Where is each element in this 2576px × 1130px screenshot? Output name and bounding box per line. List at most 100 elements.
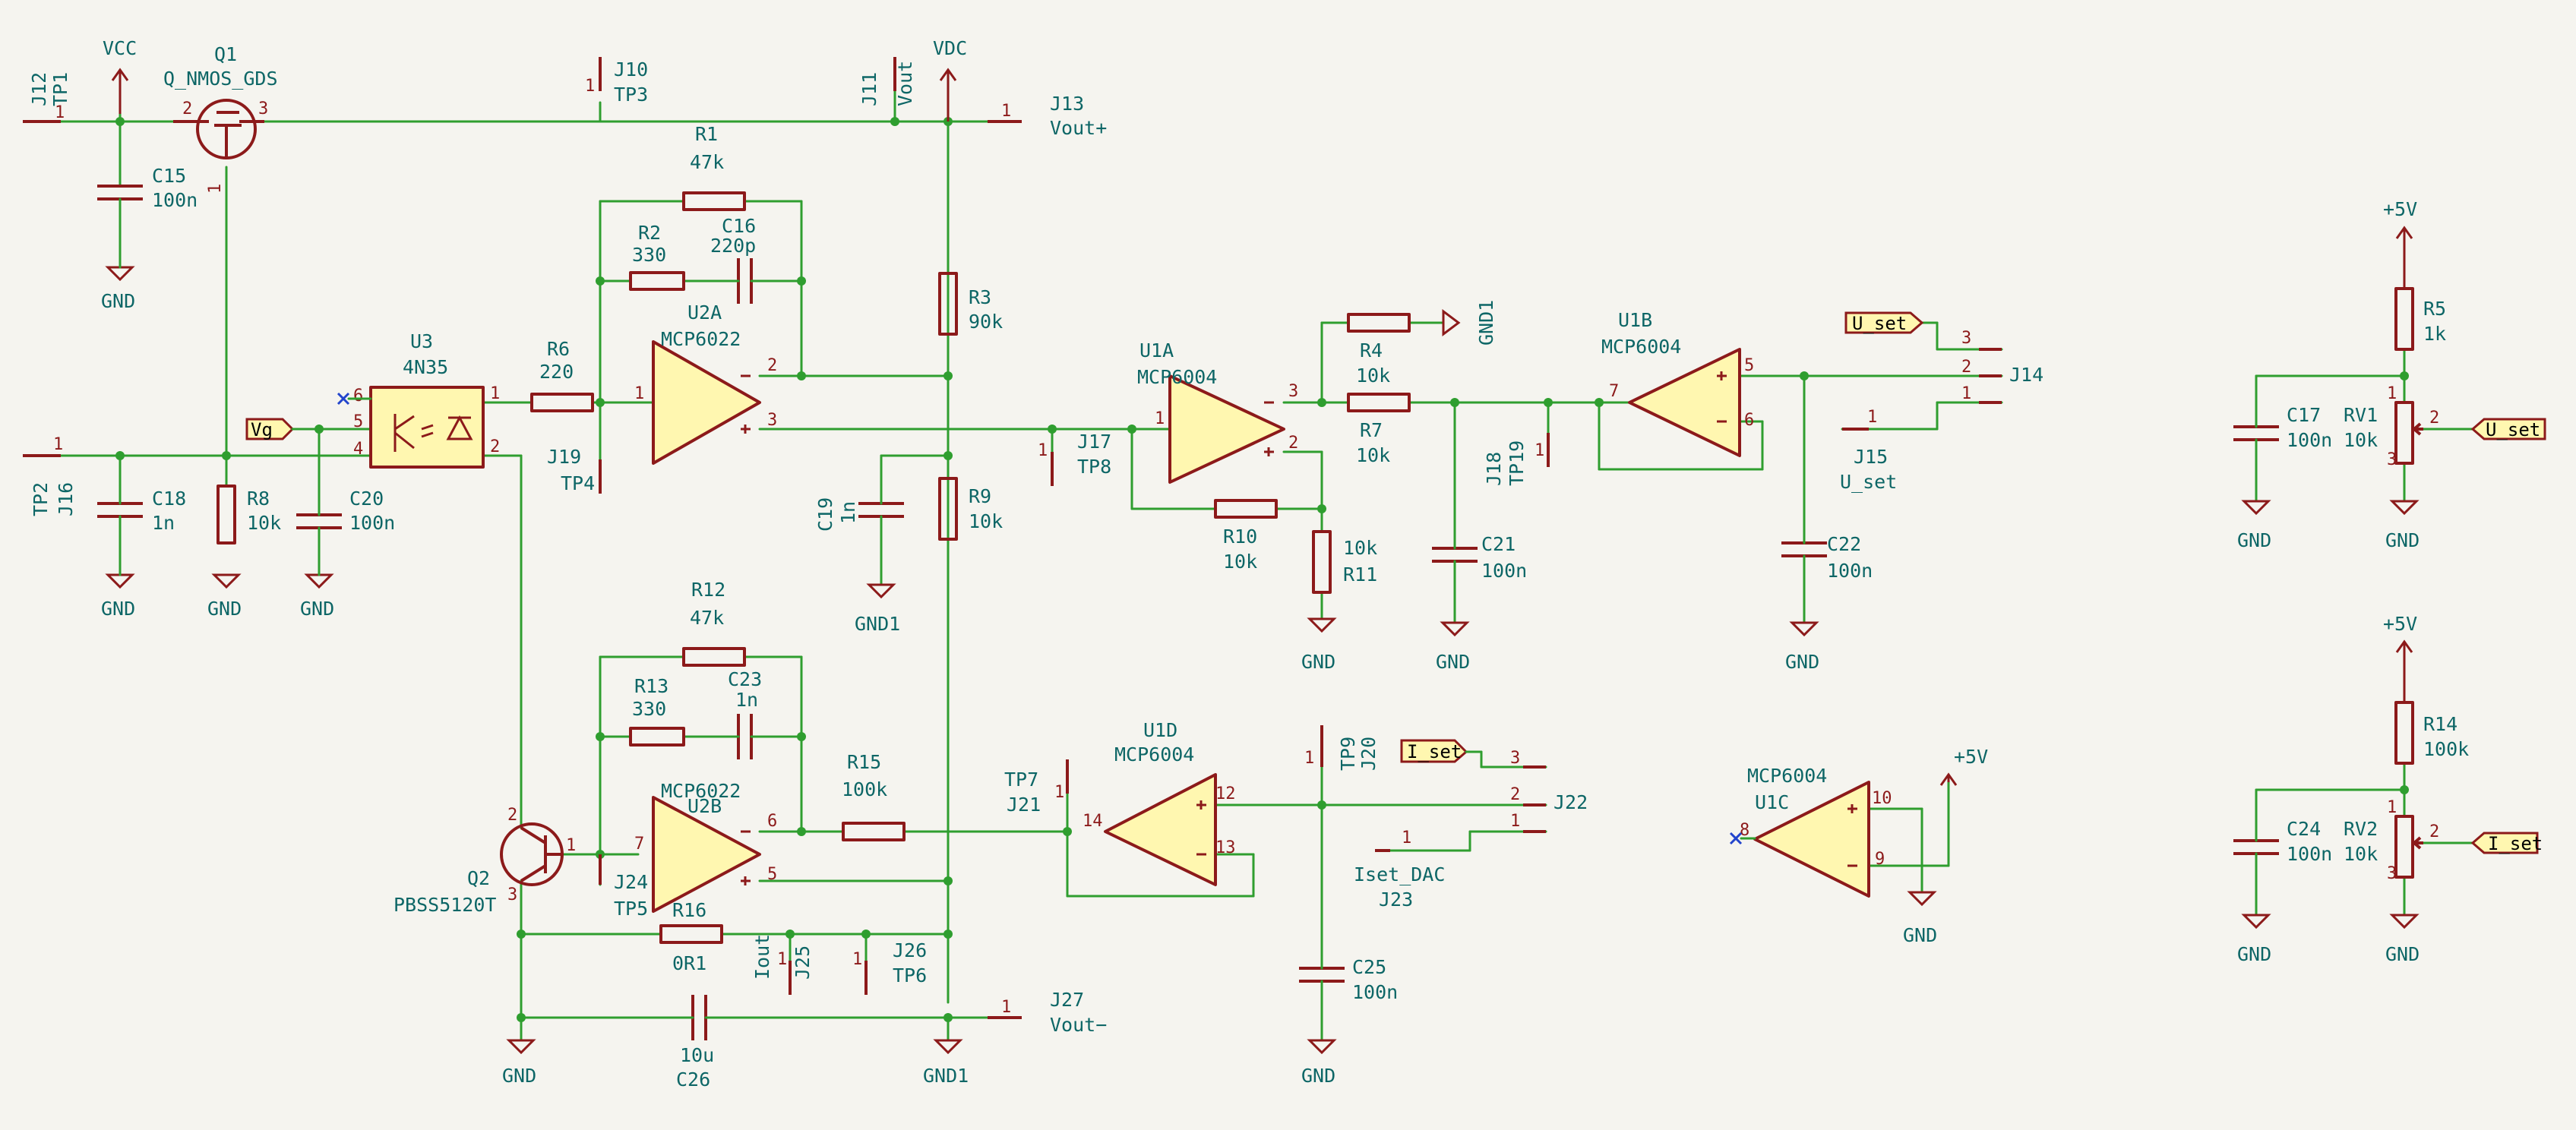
svg-text:R16: R16 bbox=[672, 899, 706, 921]
svg-text:GND: GND bbox=[300, 598, 334, 620]
connector-j18: 1 J18 TP19 bbox=[1483, 433, 1550, 486]
svg-text:1: 1 bbox=[1001, 102, 1011, 121]
svg-text:RV1: RV1 bbox=[2344, 404, 2378, 426]
svg-text:RV2: RV2 bbox=[2344, 818, 2378, 840]
svg-text:1: 1 bbox=[777, 950, 787, 969]
svg-text:GND: GND bbox=[1301, 651, 1335, 673]
svg-text:3: 3 bbox=[1510, 749, 1520, 768]
svg-text:J13: J13 bbox=[1050, 93, 1084, 115]
svg-text:+5V: +5V bbox=[1954, 746, 1988, 768]
svg-text:I_set: I_set bbox=[1407, 741, 1462, 762]
svg-text:13: 13 bbox=[1215, 838, 1236, 857]
svg-text:1: 1 bbox=[490, 384, 500, 403]
connector-j22: 321 J22 bbox=[1510, 749, 1588, 833]
svg-text:90k: 90k bbox=[969, 311, 1003, 333]
svg-text:R9: R9 bbox=[969, 485, 991, 507]
svg-text:Q1: Q1 bbox=[214, 43, 237, 65]
svg-text:3: 3 bbox=[507, 885, 517, 904]
svg-text:1: 1 bbox=[1038, 441, 1048, 460]
svg-text:U3: U3 bbox=[410, 330, 433, 352]
svg-text:2: 2 bbox=[507, 806, 517, 825]
svg-text:4N35: 4N35 bbox=[403, 356, 448, 378]
svg-text:J17: J17 bbox=[1077, 431, 1111, 453]
svg-text:10k: 10k bbox=[1343, 537, 1377, 559]
svg-text:1: 1 bbox=[2387, 384, 2397, 403]
svg-text:GND: GND bbox=[1301, 1065, 1335, 1087]
svg-text:R8: R8 bbox=[247, 488, 270, 510]
svg-text:47k: 47k bbox=[690, 151, 724, 173]
svg-text:R3: R3 bbox=[969, 286, 991, 308]
svg-text:U1C: U1C bbox=[1755, 791, 1789, 813]
svg-text:U1A: U1A bbox=[1139, 339, 1174, 361]
svg-text:100k: 100k bbox=[842, 778, 887, 800]
power-5v-bottom: +5V bbox=[2383, 613, 2417, 702]
svg-text:100n: 100n bbox=[349, 512, 395, 534]
svg-text:C16: C16 bbox=[722, 215, 756, 237]
svg-text:J22: J22 bbox=[1554, 791, 1588, 813]
svg-text:GND1: GND1 bbox=[1475, 300, 1497, 346]
svg-text:GND: GND bbox=[1785, 651, 1819, 673]
power-5v-top: +5V bbox=[2383, 198, 2417, 289]
svg-text:1: 1 bbox=[1867, 408, 1877, 427]
svg-text:2: 2 bbox=[1510, 785, 1520, 804]
svg-text:1: 1 bbox=[1304, 749, 1314, 768]
svg-text:I_set: I_set bbox=[2488, 833, 2543, 854]
svg-text:2: 2 bbox=[1961, 358, 1971, 377]
svg-text:VCC: VCC bbox=[103, 37, 137, 59]
svg-text:C15: C15 bbox=[152, 165, 186, 187]
svg-text:MCP6004: MCP6004 bbox=[1114, 743, 1194, 765]
svg-text:10k: 10k bbox=[1356, 444, 1390, 466]
svg-text:Vout: Vout bbox=[894, 61, 916, 106]
svg-text:U1D: U1D bbox=[1143, 719, 1177, 741]
svg-text:MCP6004: MCP6004 bbox=[1137, 366, 1217, 388]
flag-i-set-rv2: I_set bbox=[2470, 832, 2543, 854]
svg-text:U1B: U1B bbox=[1618, 309, 1652, 331]
junctions bbox=[115, 117, 2409, 1022]
svg-text:330: 330 bbox=[632, 698, 666, 720]
power-vdc: VDC bbox=[933, 37, 967, 122]
power-5v-u1c: +5V bbox=[1939, 746, 1988, 786]
svg-text:U_set: U_set bbox=[2486, 419, 2540, 440]
svg-text:J23: J23 bbox=[1379, 889, 1413, 911]
svg-text:MCP6022: MCP6022 bbox=[661, 328, 741, 350]
svg-text:1: 1 bbox=[1961, 384, 1971, 403]
svg-text:R6: R6 bbox=[547, 338, 570, 360]
flag-i-set-j22: I_set bbox=[1400, 739, 1483, 763]
svg-text:2: 2 bbox=[182, 99, 192, 118]
flag-vg: Vg bbox=[245, 418, 321, 440]
svg-text:GND1: GND1 bbox=[855, 613, 900, 635]
svg-text:U_set: U_set bbox=[1840, 471, 1897, 493]
svg-text:100n: 100n bbox=[1481, 560, 1527, 582]
svg-text:U_set: U_set bbox=[1852, 313, 1907, 334]
svg-text:MCP6004: MCP6004 bbox=[1747, 765, 1827, 787]
svg-text:C23: C23 bbox=[728, 668, 762, 690]
svg-text:100n: 100n bbox=[2287, 429, 2332, 451]
svg-text:J19: J19 bbox=[547, 446, 581, 468]
svg-text:GND: GND bbox=[2237, 529, 2271, 551]
svg-text:C17: C17 bbox=[2287, 404, 2321, 426]
svg-text:1k: 1k bbox=[2423, 323, 2446, 345]
svg-text:TP2: TP2 bbox=[30, 482, 52, 516]
svg-text:7: 7 bbox=[1609, 382, 1619, 401]
svg-text:Q2: Q2 bbox=[467, 867, 490, 889]
svg-text:R14: R14 bbox=[2423, 713, 2457, 735]
svg-text:R10: R10 bbox=[1223, 526, 1257, 548]
svg-text:3: 3 bbox=[2387, 864, 2397, 883]
svg-text:10k: 10k bbox=[1223, 551, 1257, 573]
svg-text:TP5: TP5 bbox=[614, 898, 648, 920]
svg-text:10k: 10k bbox=[2344, 429, 2378, 451]
svg-text:2: 2 bbox=[490, 437, 500, 456]
flag-u-set-rv1: U_set bbox=[2470, 418, 2546, 440]
svg-text:TP1: TP1 bbox=[49, 72, 71, 106]
svg-text:GND: GND bbox=[1903, 924, 1937, 946]
